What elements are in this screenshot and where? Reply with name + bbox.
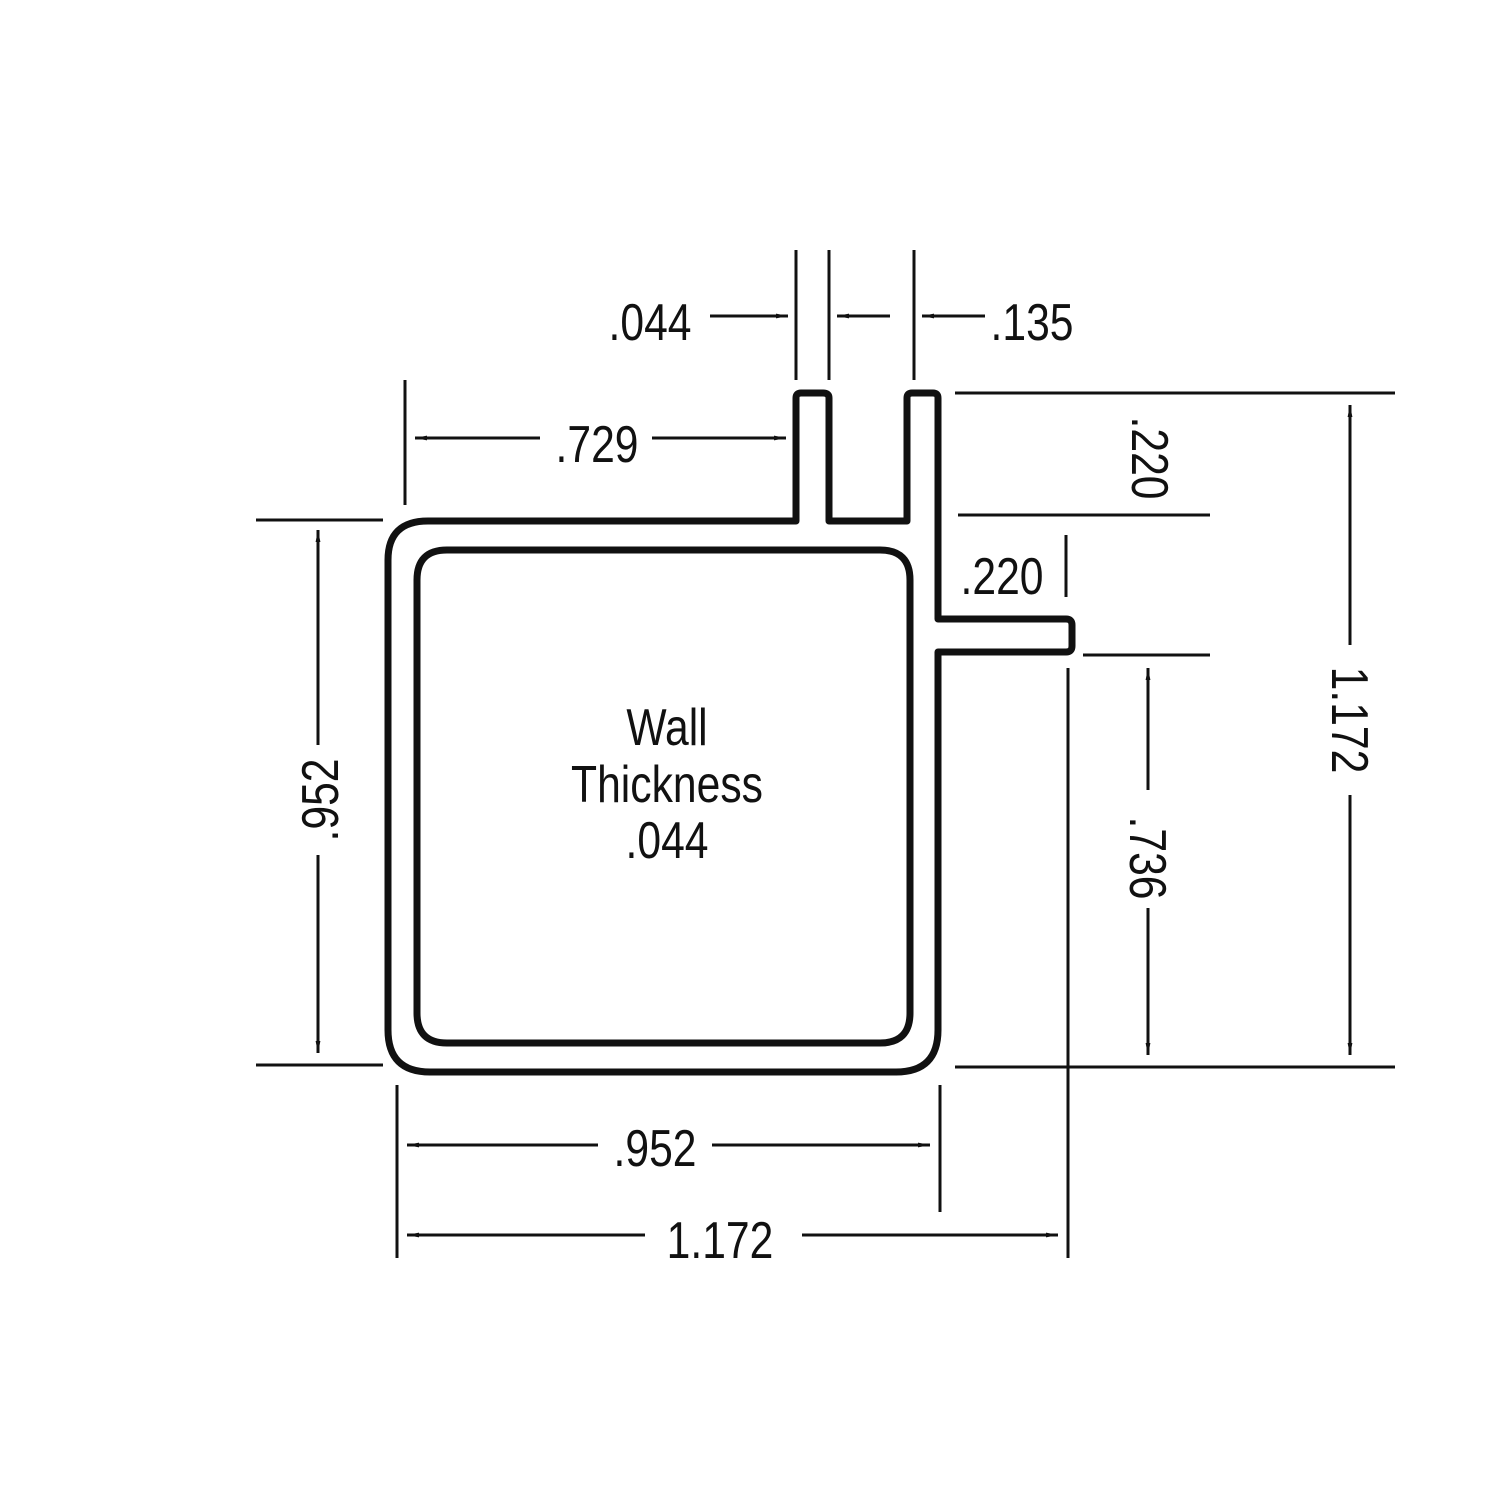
left-dimensions: .952	[256, 518, 383, 1067]
dim-fin-offset: .729	[556, 416, 639, 474]
dim-overall-height: 1.172	[1320, 667, 1378, 774]
dim-overall-width: 1.172	[667, 1212, 774, 1270]
right-dimensions: .220 .220 .736 1.172	[955, 391, 1395, 1258]
outer-profile	[384, 389, 1076, 1076]
dim-fin-gap: .135	[991, 294, 1074, 352]
dim-tube-width: .952	[614, 1120, 697, 1178]
dim-side-fin-to-bottom: .736	[1118, 817, 1176, 900]
dim-fin-thickness: .044	[609, 294, 692, 352]
dim-tube-height: .952	[292, 759, 350, 842]
note-line-2: Thickness	[571, 756, 763, 814]
note-line-1: Wall	[626, 699, 707, 757]
fin-dimensions: .044 .135 .729	[403, 250, 1074, 505]
note-line-3: .044	[626, 812, 709, 870]
dim-fin-height: .220	[1120, 417, 1178, 500]
inner-profile	[413, 546, 914, 1047]
dim-side-fin-offset: .220	[961, 548, 1044, 606]
wall-thickness-note: Wall Thickness .044	[571, 699, 763, 870]
bottom-dimensions: .952 1.172	[395, 1085, 1058, 1270]
